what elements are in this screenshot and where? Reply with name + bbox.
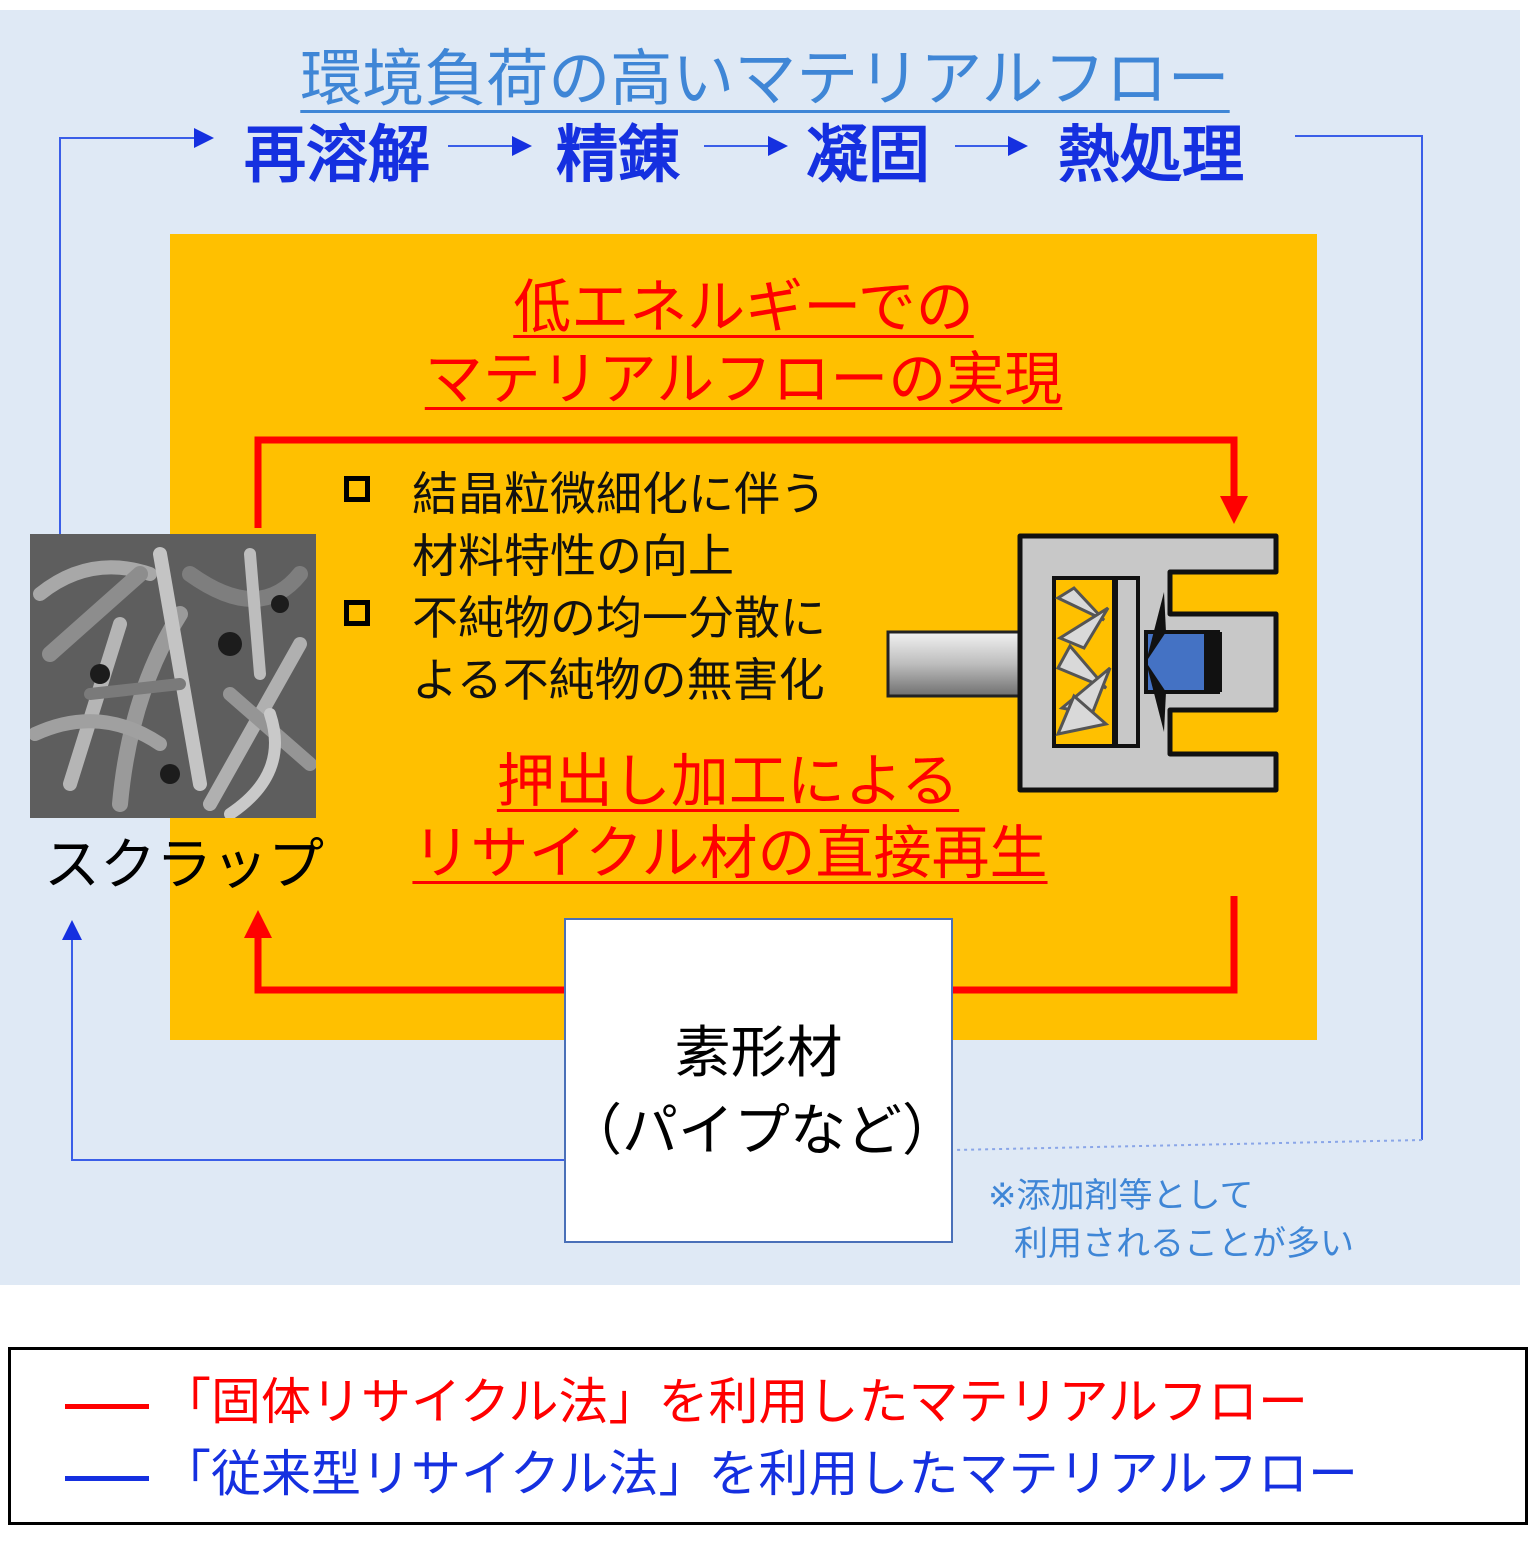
legend-swatch-red <box>65 1404 149 1409</box>
red-arrowhead-up <box>244 910 272 938</box>
product-box: 素形材 （パイプなど） <box>564 918 958 1243</box>
conventional-flow-lines <box>59 128 1423 1161</box>
diagram-title: 環境負荷の高いマテリアルフロー <box>300 42 1230 115</box>
blue-flow-dotted <box>953 1139 1423 1151</box>
step-solidify: 凝固 <box>806 118 931 191</box>
red-flow-top <box>254 436 1238 528</box>
bullet-checkbox-2 <box>344 600 370 626</box>
blue-flow-bottom <box>62 920 564 1161</box>
step-heat-treatment: 熱処理 <box>1058 118 1245 191</box>
red-arrowhead-down <box>1220 496 1248 524</box>
bullet-1-line2: 材料特性の向上 <box>412 529 734 583</box>
bullet-checkbox-1 <box>344 476 370 502</box>
scrap-label: スクラップ <box>44 833 324 898</box>
extrusion-press-illustration <box>886 533 1279 793</box>
blue-flow-right <box>1295 135 1423 1140</box>
scrap-chips-illustration <box>30 534 316 818</box>
step-refine: 精錬 <box>556 118 681 191</box>
note-line1: ※添加剤等として <box>988 1176 1254 1216</box>
scrap-photo <box>30 534 316 818</box>
legend-text-solid: 「固体リサイクル法」を利用したマテリアルフロー <box>161 1373 1308 1431</box>
orange-title-line1: 低エネルギーでの <box>513 273 974 341</box>
bullet-2-line2: よる不純物の無害化 <box>412 653 825 707</box>
process-line1: 押出し加工による <box>496 747 960 815</box>
bullet-2-line1: 不純物の均一分散に <box>412 591 826 645</box>
orange-title-line2: マテリアルフローの実現 <box>424 345 1063 413</box>
process-line2: リサイクル材の直接再生 <box>412 819 1048 887</box>
product-line1: 素形材 <box>674 1021 843 1086</box>
step-remelt: 再溶解 <box>244 118 431 191</box>
bullet-1-line1: 結晶粒微細化に伴う <box>412 467 826 521</box>
additive-note: ※添加剤等として 利用されることが多い <box>988 1172 1354 1268</box>
product-line2: （パイプなど） <box>566 1099 958 1164</box>
blue-flow-left <box>59 128 214 534</box>
legend-swatch-blue <box>65 1476 149 1481</box>
legend-text-conventional: 「従来型リサイクル法」を利用したマテリアルフロー <box>161 1445 1358 1503</box>
legend: 「固体リサイクル法」を利用したマテリアルフロー 「従来型リサイクル法」を利用した… <box>8 1347 1528 1525</box>
note-line2: 利用されることが多い <box>1014 1224 1354 1264</box>
